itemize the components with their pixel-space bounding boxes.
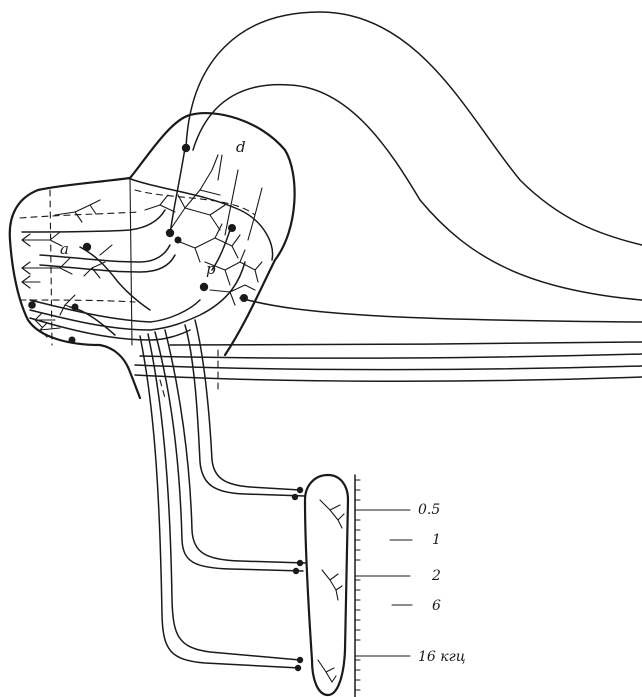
region-label-d: d <box>236 138 246 156</box>
frequency-label-16-khz: 16 кгц <box>418 649 465 665</box>
frequency-scale-ticks <box>354 479 413 691</box>
region-label-a: a <box>60 240 69 258</box>
ascending-fibers <box>134 11 642 382</box>
frequency-label-0-5: 0.5 <box>418 502 440 518</box>
descending-fibers <box>139 319 306 669</box>
frequency-label-2: 2 <box>431 568 441 584</box>
region-label-p: p <box>206 260 216 278</box>
frequency-label-6: 6 <box>432 598 441 614</box>
dendrite-trees <box>21 154 263 338</box>
cell-bodies <box>28 143 304 672</box>
cochlea <box>303 473 356 697</box>
frequency-label-1: 1 <box>432 532 441 548</box>
nucleus-outline <box>8 111 296 400</box>
nerve-bundle <box>21 147 246 341</box>
